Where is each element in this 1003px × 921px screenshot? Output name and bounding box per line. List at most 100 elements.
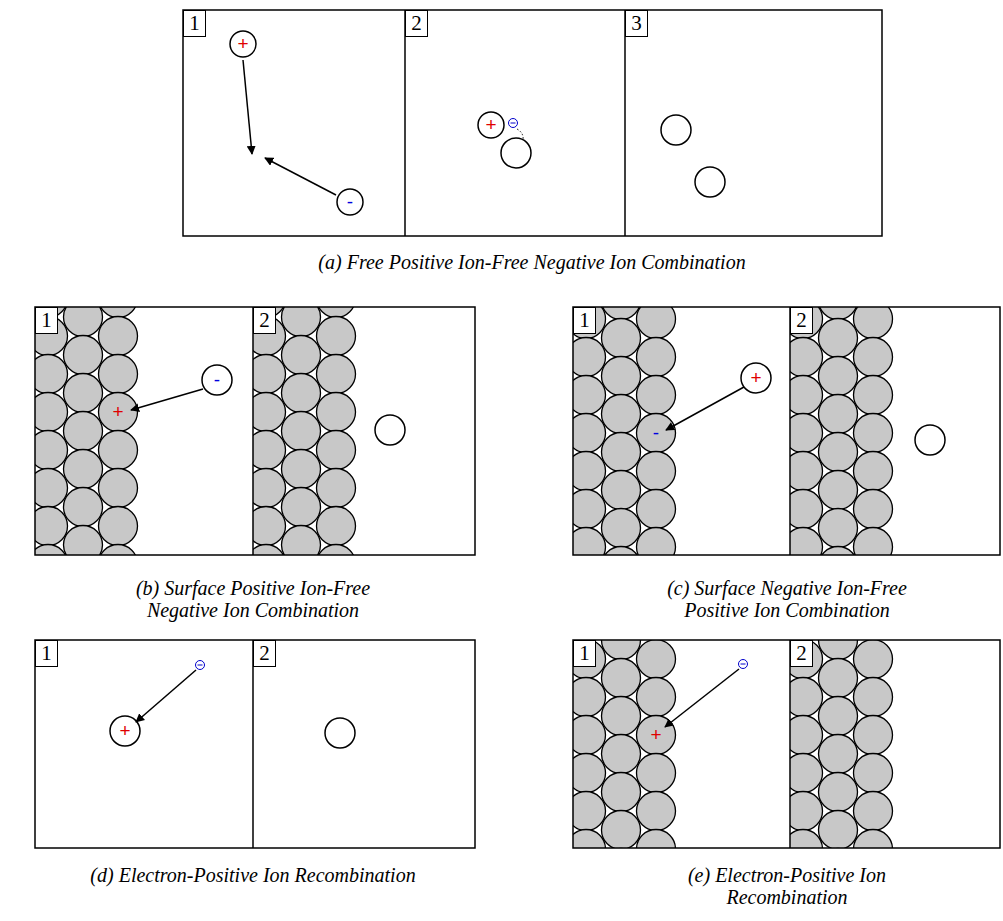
surface-atom: [573, 414, 606, 453]
surface-atom: [637, 490, 676, 529]
surface-atom: [99, 355, 138, 394]
surface-atom: [790, 414, 823, 453]
surface-atom: [253, 507, 286, 546]
surface-atom: [99, 469, 138, 508]
surface-atom: [819, 547, 858, 556]
caption: (b) Surface Positive Ion-Free Negative I…: [103, 577, 403, 621]
surface-atom: [282, 307, 321, 337]
surface-atom: [790, 490, 823, 529]
panel-number-box: 2: [253, 640, 276, 667]
surface-atom: [854, 792, 893, 831]
panel-number: 1: [579, 310, 590, 331]
surface-atom: [573, 830, 606, 849]
panel-number-box: 1: [573, 640, 596, 667]
surface-atom: [637, 528, 676, 556]
panel-number: 1: [41, 310, 52, 331]
surface-atom: [854, 528, 893, 556]
surface-atom: [99, 507, 138, 546]
surface-atom: [64, 374, 103, 413]
surface-atom: [35, 393, 68, 432]
bond-dotted: [517, 129, 523, 140]
surface-atom: [854, 640, 893, 679]
surface-atom: [790, 376, 823, 415]
surface-atom: [819, 697, 858, 736]
surface-atom: [573, 678, 606, 717]
surface-atom: [317, 431, 356, 470]
surface-atom: [253, 545, 286, 556]
surface-atom: [854, 376, 893, 415]
surface-atom: [819, 471, 858, 510]
surface-atom: [602, 773, 641, 812]
surface-atom: [573, 376, 606, 415]
surface-atom: [317, 393, 356, 432]
motion-arrows: [131, 60, 744, 727]
panel-number: 3: [631, 13, 642, 34]
panel-number: 1: [41, 643, 52, 664]
charge-sign: +: [119, 721, 130, 740]
surface-atoms: [253, 307, 356, 555]
caption: (c) Surface Negative Ion-Free Positive I…: [637, 577, 937, 621]
surface-atom: [819, 357, 858, 396]
surface-atom: [282, 488, 321, 527]
panel-number-box: 2: [405, 10, 428, 37]
surface-atom: [790, 528, 823, 556]
surface-atom: [282, 336, 321, 375]
surface-atom: [602, 735, 641, 774]
surface-atom: [253, 469, 286, 508]
surface-atom: [602, 471, 641, 510]
surface-atom: [637, 754, 676, 793]
surface-atom: [573, 716, 606, 755]
surface-atom: [99, 393, 138, 432]
surface-atom: [637, 678, 676, 717]
surface-atom: [790, 830, 823, 849]
surface-atom: [64, 412, 103, 451]
surface-atom: [790, 678, 823, 717]
caption: (e) Electron-Positive Ion Recombination: [637, 864, 937, 908]
panel-number-box: 2: [253, 307, 276, 334]
surface-atoms: [573, 307, 676, 555]
surface-atom: [790, 754, 823, 793]
surface-atom: [64, 336, 103, 375]
surface-atom: [317, 545, 356, 556]
surface-atom: [819, 773, 858, 812]
surface-atom: [819, 659, 858, 698]
surface-atom: [854, 414, 893, 453]
charge-sign: +: [750, 368, 761, 387]
surface-atom: [35, 507, 68, 546]
charge-sign: +: [112, 402, 123, 421]
surface-atom: [282, 450, 321, 489]
surface-atom: [637, 792, 676, 831]
ion-circles: [110, 31, 945, 748]
panel-number: 2: [796, 643, 807, 664]
surface-atom: [64, 307, 103, 337]
surface-atom: [602, 697, 641, 736]
surface-atom: [64, 526, 103, 556]
surface-atom: [99, 431, 138, 470]
surface-atom: [790, 307, 823, 339]
surface-atom: [573, 528, 606, 556]
surface-atom: [637, 716, 676, 755]
surface-atom: [602, 547, 641, 556]
caption: (a) Free Positive Ion-Free Negative Ion …: [262, 251, 802, 273]
surface-atom: [35, 545, 68, 556]
surface-atom: [64, 488, 103, 527]
surface-atom: [819, 509, 858, 548]
surface-atom: [854, 830, 893, 849]
surface-atom: [35, 469, 68, 508]
charge-sign: +: [237, 34, 248, 53]
charge-sign: +: [485, 115, 496, 134]
surface-atom: [573, 452, 606, 491]
surface-atom: [602, 811, 641, 849]
charge-sign: -: [214, 370, 220, 389]
surface-atom: [637, 307, 676, 339]
surface-atom: [573, 338, 606, 377]
surface-atom: [99, 545, 138, 556]
surface-atom: [35, 355, 68, 394]
surface-atom: [637, 338, 676, 377]
surface-atom: [637, 640, 676, 679]
surface-atom: [253, 393, 286, 432]
surface-atom: [819, 735, 858, 774]
surface-atom: [602, 307, 641, 320]
surface-atom: [602, 357, 641, 396]
